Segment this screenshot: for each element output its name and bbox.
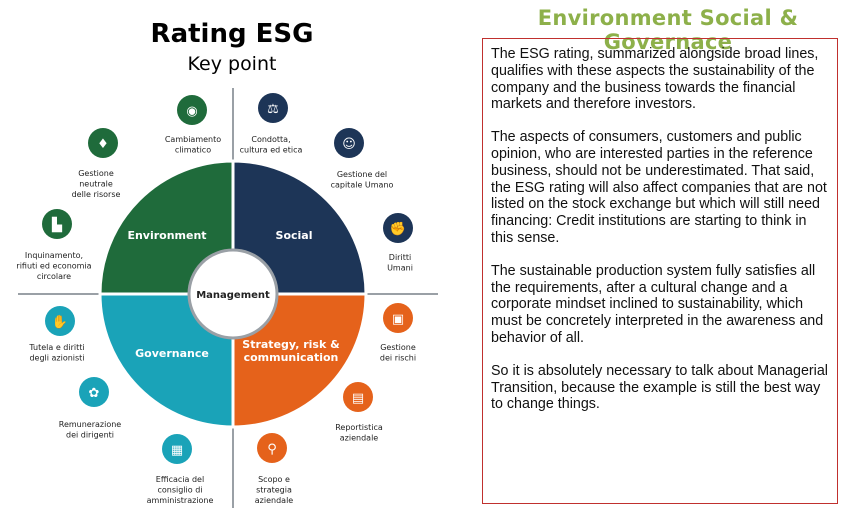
fist-icon xyxy=(383,213,413,243)
paragraph: The sustainable production system fully … xyxy=(491,262,824,346)
keypoint-label: Inquinamento, xyxy=(25,251,83,260)
keypoint-label: Gestione xyxy=(380,343,416,352)
segment-social xyxy=(231,159,368,296)
segment-strategy xyxy=(231,292,368,429)
board-icon-glyph: ▦ xyxy=(171,443,183,458)
magnifier-icon-glyph: ⚲ xyxy=(267,442,277,457)
diagram-title: Rating ESG xyxy=(151,19,314,49)
keypoint-efficacia: ▦ Efficacia del consiglio diamministrazion… xyxy=(147,434,214,505)
handshake-icon xyxy=(45,306,75,336)
scales-icon xyxy=(258,93,288,123)
diagram-subtitle: Key point xyxy=(188,53,277,75)
factory-icon-glyph: ▙ xyxy=(51,216,63,233)
keypoint-label: delle risorse xyxy=(72,190,121,199)
segment-label-governance: Governance xyxy=(135,347,209,360)
segment-label-strategy: Strategy, risk & xyxy=(242,338,340,351)
people-icon-glyph: ☺ xyxy=(342,137,356,152)
water-drop-icon xyxy=(88,128,118,158)
globe-icon-glyph: ◉ xyxy=(186,104,197,119)
keypoint-label: cultura ed etica xyxy=(240,146,303,155)
segment-label-strategy: communication xyxy=(244,351,339,364)
keypoint-label: strategia xyxy=(256,486,292,495)
keypoint-label: Remunerazione xyxy=(59,420,122,429)
keypoint-label: aziendale xyxy=(340,434,379,443)
keypoint-label: amministrazione xyxy=(147,496,214,505)
keypoint-capitale-umano: ☺ Gestione del capitale Umano xyxy=(331,128,394,190)
paragraph: The ESG rating, summarized alongside bro… xyxy=(491,46,819,113)
keypoint-label: Tutela e diritti xyxy=(28,343,84,352)
segment-environment xyxy=(98,159,235,296)
factory-icon xyxy=(42,209,72,239)
center-circle xyxy=(187,248,279,340)
calculator-icon-glyph: ▤ xyxy=(352,391,364,406)
keypoint-label: Umani xyxy=(387,264,413,273)
board-icon xyxy=(162,434,192,464)
keypoint-label: dei dirigenti xyxy=(66,431,114,440)
keypoint-label: capitale Umano xyxy=(331,181,394,190)
keypoint-label: rifiuti ed economia xyxy=(16,262,91,271)
magnifier-icon xyxy=(257,433,287,463)
keypoint-remunerazione: ✿ Remunerazione dei dirigenti xyxy=(59,377,122,440)
handshake-icon-glyph: ✋ xyxy=(52,314,68,330)
right-panel-title: Environment Social & Governace xyxy=(537,6,799,54)
keypoint-label: degli azionisti xyxy=(29,354,84,363)
coins-hand-icon-glyph: ✿ xyxy=(89,386,100,401)
keypoint-cambiamento: ◉ Cambiamento climatico xyxy=(165,95,221,155)
calculator-icon xyxy=(343,382,373,412)
monitor-icon xyxy=(383,303,413,333)
segment-governance xyxy=(98,292,235,429)
fist-icon-glyph: ✊ xyxy=(390,221,406,237)
keypoint-inquinamento: ▙ Inquinamento, rifiuti ed economiacircola… xyxy=(16,209,92,281)
water-drop-icon-glyph: ♦ xyxy=(97,137,109,152)
keypoint-label: aziendale xyxy=(255,496,294,505)
keypoint-label: Gestione del xyxy=(337,170,387,179)
keypoint-tutela: ✋ Tutela e diritti degli azionisti xyxy=(28,306,85,363)
keypoint-label: Diritti xyxy=(389,253,411,262)
keypoint-label: consiglio di xyxy=(157,486,202,495)
keypoint-label: circolare xyxy=(37,272,71,281)
monitor-icon-glyph: ▣ xyxy=(392,312,404,327)
keypoint-label: Scopo e xyxy=(258,475,290,484)
keypoint-rischi: ▣ Gestione dei rischi xyxy=(380,303,416,363)
keypoint-label: Gestione xyxy=(78,169,114,178)
paragraph: So it is absolutely necessary to talk ab… xyxy=(491,362,828,413)
segment-label-environment: Environment xyxy=(127,229,206,242)
keypoint-label: Reportistica xyxy=(335,423,383,432)
segment-label-social: Social xyxy=(276,229,313,242)
scales-icon-glyph: ⚖ xyxy=(267,102,279,117)
keypoint-label: Efficacia del xyxy=(156,475,204,484)
keypoint-reportistica: ▤ Reportistica aziendale xyxy=(335,382,383,443)
keypoint-label: neutrale xyxy=(79,180,113,189)
keypoint-label: Condotta, xyxy=(251,135,290,144)
paragraph: The aspects of consumers, customers and … xyxy=(491,129,827,246)
coins-hand-icon xyxy=(79,377,109,407)
globe-icon xyxy=(177,95,207,125)
description-box: The ESG rating, summarized alongside bro… xyxy=(482,38,838,504)
keypoint-label: dei rischi xyxy=(380,354,416,363)
keypoints-layer: ◉Cambiamentoclimatico♦Gestioneneutralede… xyxy=(16,93,416,505)
people-icon xyxy=(334,128,364,158)
keypoint-label: climatico xyxy=(175,146,211,155)
center-label: Management xyxy=(196,290,270,301)
keypoint-condotta: ⚖ Condotta, cultura ed etica xyxy=(240,93,303,155)
keypoint-label: Cambiamento xyxy=(165,135,221,144)
esg-diagram: Rating ESG Key point Environment SocialGo… xyxy=(16,19,438,508)
